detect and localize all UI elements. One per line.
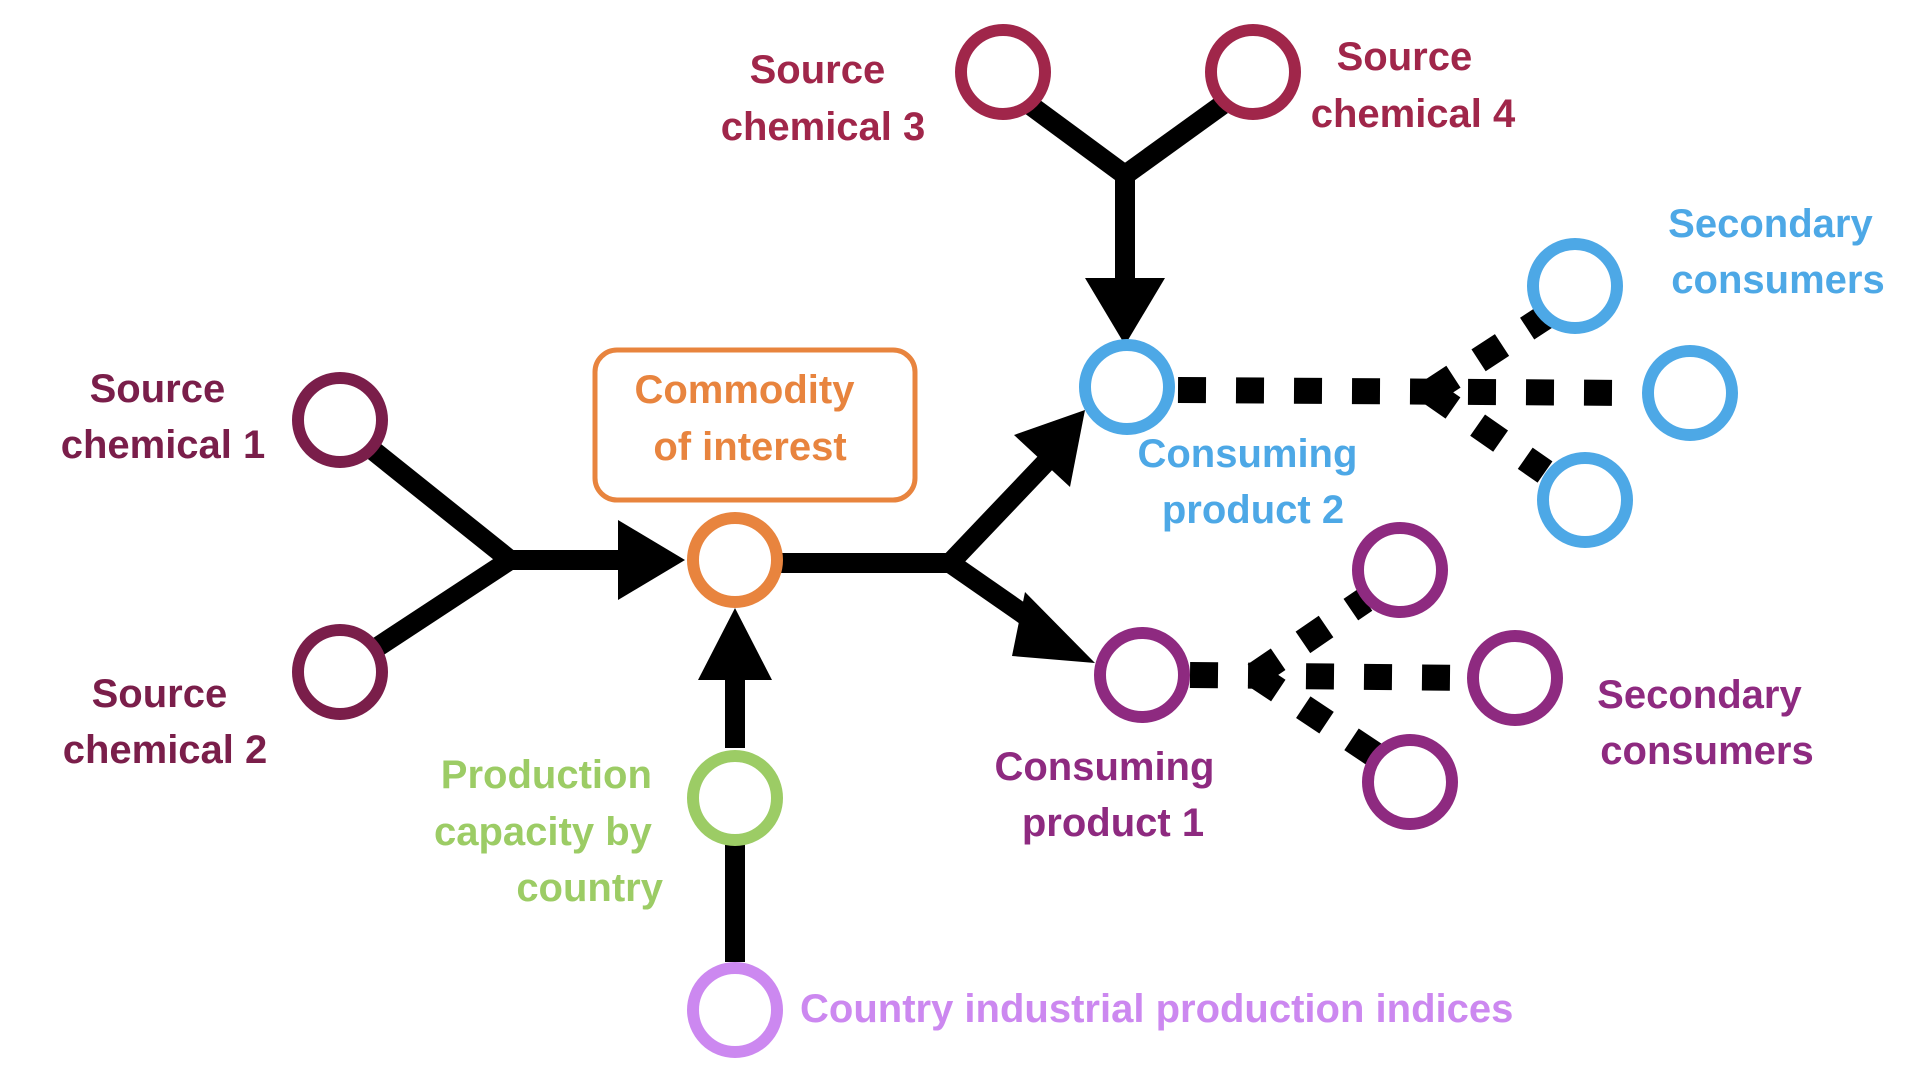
labels: Source chemical 1 Source chemical 2 Sour… bbox=[61, 35, 1885, 1031]
node-source-chemical-2 bbox=[292, 624, 388, 720]
dotted-consuming2-main bbox=[1177, 377, 1641, 406]
node-country-indices bbox=[687, 962, 783, 1058]
node-secondary-bottom-2 bbox=[1467, 630, 1563, 726]
edge-source3-junction bbox=[1024, 96, 1131, 184]
node-secondary-top-3 bbox=[1537, 452, 1633, 548]
label-secondary-consumers-top: Secondary consumers bbox=[1668, 202, 1885, 302]
arrowhead-production-commodity bbox=[698, 608, 772, 680]
dotted-consuming1-main bbox=[1189, 662, 1471, 691]
node-consuming-product-2 bbox=[1079, 339, 1175, 435]
dotted-edges bbox=[1177, 304, 1641, 766]
label-source-chemical-4: Source chemical 4 bbox=[1311, 35, 1516, 136]
edge-source4-junction bbox=[1119, 96, 1228, 184]
label-consuming-product-1: Consuming product 1 bbox=[994, 745, 1225, 845]
arrowhead-into-commodity bbox=[618, 520, 685, 600]
label-consuming-product-2: Consuming product 2 bbox=[1137, 432, 1368, 532]
label-production-capacity: Production capacity by country bbox=[434, 753, 664, 910]
dotted-consuming1-down bbox=[1247, 664, 1383, 766]
dotted-consuming1-up bbox=[1247, 589, 1373, 686]
label-commodity: Commodity of interest bbox=[634, 368, 865, 469]
node-source-chemical-1 bbox=[292, 372, 388, 468]
arrowhead-into-consuming1 bbox=[1012, 592, 1095, 663]
label-source-chemical-3: Source chemical 3 bbox=[721, 48, 926, 149]
node-consuming-product-1 bbox=[1094, 627, 1190, 723]
node-secondary-bottom-1 bbox=[1352, 522, 1448, 618]
dotted-consuming2-up bbox=[1422, 304, 1556, 403]
edge-source1-junction bbox=[363, 440, 517, 568]
node-secondary-bottom-3 bbox=[1362, 734, 1458, 830]
node-source-chemical-4 bbox=[1205, 24, 1301, 120]
node-secondary-top-1 bbox=[1527, 238, 1623, 334]
node-commodity bbox=[687, 512, 783, 608]
label-secondary-consumers-bottom: Secondary consumers bbox=[1597, 673, 1814, 773]
dotted-consuming2-down bbox=[1422, 381, 1553, 483]
arrowhead-into-consuming2-top bbox=[1085, 278, 1165, 345]
edge-source2-junction bbox=[364, 551, 516, 661]
label-country-indices: Country industrial production indices bbox=[800, 987, 1513, 1031]
nodes bbox=[292, 24, 1738, 1058]
node-secondary-top-2 bbox=[1642, 345, 1738, 441]
node-production-capacity bbox=[687, 750, 783, 846]
label-source-chemical-1: Source chemical 1 bbox=[61, 367, 266, 467]
solid-edges bbox=[363, 96, 1228, 962]
label-source-chemical-2: Source chemical 2 bbox=[63, 672, 268, 772]
arrowhead-into-consuming2 bbox=[1014, 410, 1085, 487]
edge-split-consuming2 bbox=[942, 453, 1056, 570]
node-source-chemical-3 bbox=[955, 24, 1051, 120]
commodity-box bbox=[592, 347, 918, 503]
